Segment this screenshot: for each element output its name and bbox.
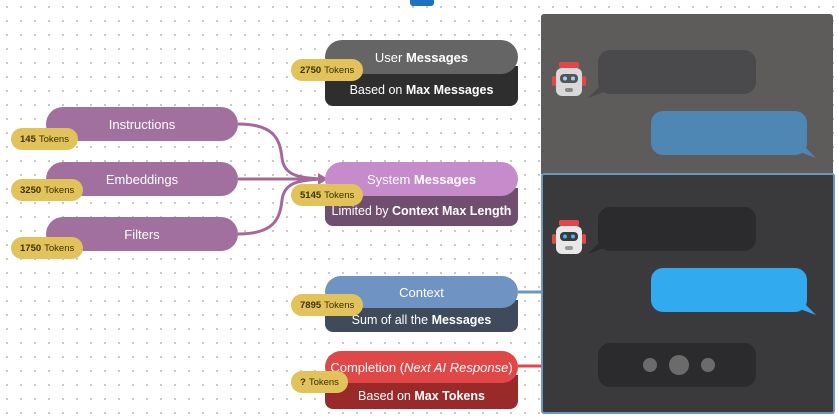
token-unit: Tokens bbox=[324, 64, 355, 76]
token-unit: Tokens bbox=[308, 376, 339, 388]
connector-filters bbox=[237, 177, 323, 236]
connector-arrowhead bbox=[318, 173, 328, 185]
context-subtitle-plain: Sum of all the bbox=[351, 313, 432, 327]
token-unit: Tokens bbox=[324, 299, 355, 311]
context-user-bubble bbox=[651, 268, 807, 312]
token-unit: Tokens bbox=[44, 184, 75, 196]
completion-token-badge: ? Tokens bbox=[291, 371, 348, 393]
connector-instructions bbox=[237, 122, 323, 181]
token-unit: Tokens bbox=[44, 242, 75, 254]
typing-dots-icon bbox=[643, 355, 715, 375]
completion-token-count: ? bbox=[300, 376, 306, 388]
token-unit: Tokens bbox=[324, 189, 355, 201]
robot-icon bbox=[552, 220, 586, 254]
history-ai-bubble bbox=[598, 50, 756, 94]
instructions-token-badge: 145 Tokens bbox=[11, 128, 78, 150]
system-messages-token-badge: 5145 Tokens bbox=[291, 184, 364, 206]
completion-node[interactable]: Based on Max Tokens Completion (Next AI … bbox=[325, 351, 518, 409]
instructions-token-count: 145 bbox=[20, 133, 36, 145]
instructions-node[interactable]: Instructions bbox=[46, 107, 238, 141]
filters-token-count: 1750 bbox=[20, 242, 42, 254]
history-user-bubble bbox=[651, 111, 807, 155]
user-messages-title-plain: User bbox=[374, 49, 406, 65]
completion-typing-bubble bbox=[598, 343, 756, 387]
context-ai-bubble-tail bbox=[588, 238, 604, 254]
top-marker bbox=[410, 0, 434, 6]
system-messages-subtitle-bold: Context Max Length bbox=[392, 204, 512, 218]
context-ai-bubble bbox=[598, 207, 756, 251]
system-messages-subtitle-plain: Limited by bbox=[331, 204, 392, 218]
system-messages-token-count: 5145 bbox=[300, 189, 322, 201]
context-subtitle-bold: Messages bbox=[431, 313, 492, 327]
user-messages-token-badge: 2750 Tokens bbox=[291, 59, 364, 81]
embeddings-token-badge: 3250 Tokens bbox=[11, 179, 84, 201]
history-ai-bubble-tail bbox=[588, 82, 604, 98]
user-messages-node[interactable]: Based on Max Messages User Messages bbox=[325, 40, 518, 106]
completion-title-italic: Next AI Response bbox=[404, 359, 509, 375]
filters-token-badge: 1750 Tokens bbox=[11, 237, 84, 259]
completion-title-plain: Completion ( bbox=[330, 359, 405, 375]
user-messages-subtitle-plain: Based on bbox=[349, 83, 406, 97]
completion-subtitle-plain: Based on bbox=[358, 389, 415, 403]
user-messages-subtitle-bold: Max Messages bbox=[405, 83, 494, 97]
context-user-bubble-tail bbox=[800, 299, 816, 315]
context-token-count: 7895 bbox=[300, 299, 322, 311]
user-messages-token-count: 2750 bbox=[300, 64, 322, 76]
embeddings-token-count: 3250 bbox=[20, 184, 42, 196]
completion-title-end: ) bbox=[508, 359, 513, 375]
robot-icon bbox=[552, 62, 586, 96]
token-unit: Tokens bbox=[38, 133, 69, 145]
system-messages-title-bold: Messages bbox=[413, 171, 477, 187]
instructions-label: Instructions bbox=[46, 107, 238, 141]
system-messages-title-plain: System bbox=[366, 171, 414, 187]
completion-title: Completion (Next AI Response) bbox=[325, 351, 518, 383]
completion-subtitle-bold: Max Tokens bbox=[414, 389, 485, 403]
history-user-bubble-tail bbox=[800, 142, 816, 158]
user-messages-title-bold: Messages bbox=[405, 49, 469, 65]
context-token-badge: 7895 Tokens bbox=[291, 294, 364, 316]
